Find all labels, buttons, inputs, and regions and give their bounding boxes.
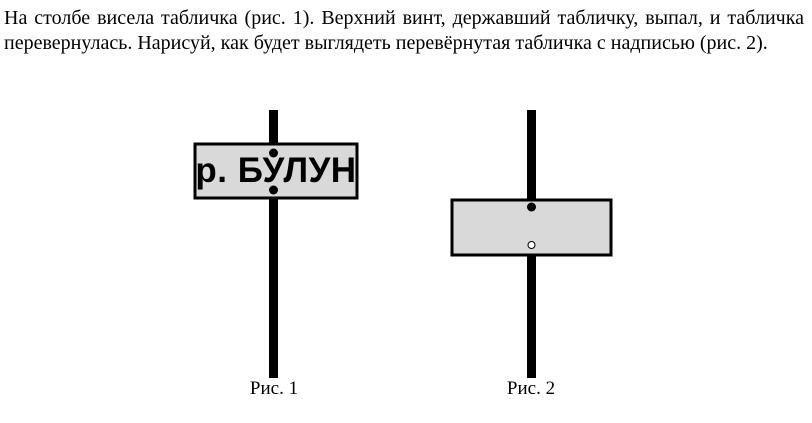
figure-2-caption: Рис. 2 bbox=[506, 378, 556, 399]
fixed-screw-2 bbox=[527, 202, 536, 212]
problem-text: На столбе висела табличка (рис. 1). Верх… bbox=[4, 7, 804, 54]
figure-1 bbox=[193, 110, 359, 378]
figure-1-caption: Рис. 1 bbox=[249, 378, 299, 399]
sign-label: р. БУЛУН bbox=[195, 151, 357, 190]
top-screw-1 bbox=[269, 148, 278, 158]
bottom-screw-1 bbox=[269, 185, 278, 195]
empty-screw-hole-2 bbox=[527, 241, 536, 249]
figure-2 bbox=[450, 110, 613, 378]
post-1 bbox=[269, 110, 278, 378]
